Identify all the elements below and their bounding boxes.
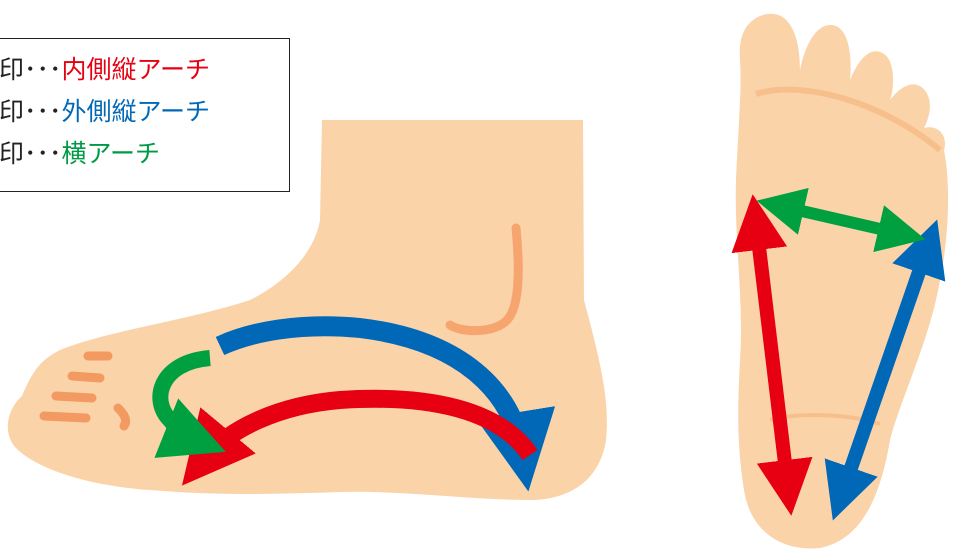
- legend-prefix: 印･･･: [0, 97, 62, 126]
- legend-item-medial: 印･･･内側縦アーチ: [0, 49, 289, 91]
- legend-label-transverse-arch: 横アーチ: [62, 139, 161, 168]
- legend-label-medial-arch: 内側縦アーチ: [62, 55, 211, 84]
- legend-item-transverse: 印･･･横アーチ: [0, 133, 289, 175]
- legend-prefix: 印･･･: [0, 139, 62, 168]
- legend-item-lateral: 印･･･外側縦アーチ: [0, 91, 289, 133]
- legend-box: 印･･･内側縦アーチ 印･･･外側縦アーチ 印･･･横アーチ: [0, 38, 290, 192]
- legend-label-lateral-arch: 外側縦アーチ: [62, 97, 211, 126]
- legend-prefix: 印･･･: [0, 55, 62, 84]
